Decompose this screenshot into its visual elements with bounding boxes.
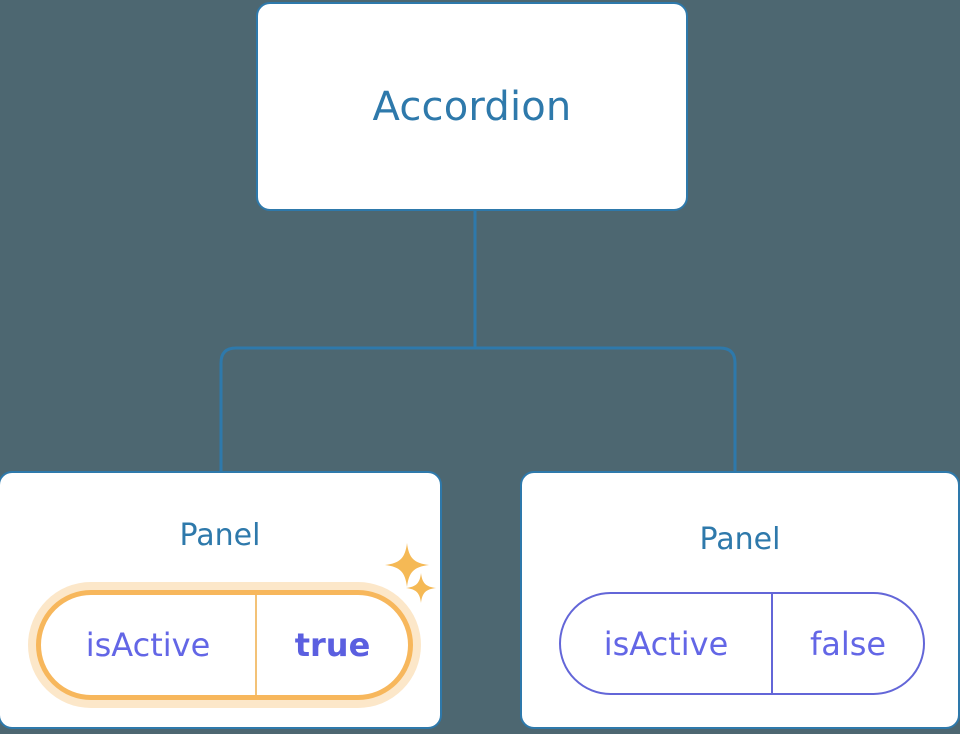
node-panel-inactive-title: Panel [699, 522, 781, 557]
node-panel-active-title: Panel [179, 518, 261, 553]
prop-pill-isactive-true[interactable]: isActive true [36, 590, 413, 700]
prop-key: isActive [561, 594, 773, 693]
prop-pill-isactive-false[interactable]: isActive false [559, 592, 925, 695]
node-accordion-title: Accordion [372, 83, 572, 130]
prop-value: true [294, 626, 371, 664]
node-panel-active[interactable]: Panel isActive true [0, 471, 442, 729]
node-accordion[interactable]: Accordion [256, 2, 688, 211]
connector-branch-bar [219, 346, 737, 472]
prop-value: false [809, 624, 887, 663]
prop-key: isActive [41, 595, 257, 695]
node-panel-inactive[interactable]: Panel isActive false [520, 471, 960, 729]
